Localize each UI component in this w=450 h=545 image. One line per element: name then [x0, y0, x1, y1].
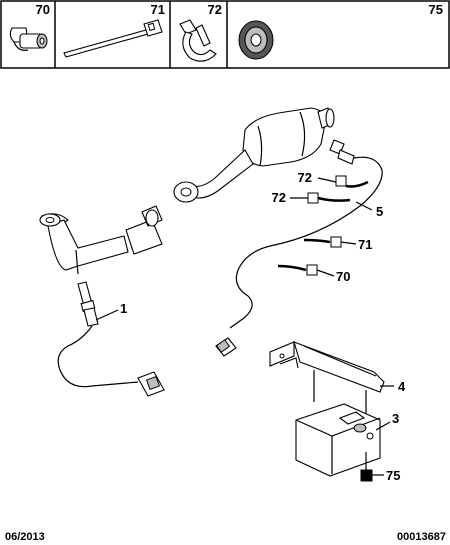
legend-item-70[interactable]: 70 — [9, 2, 50, 51]
ecu-mounting-bracket[interactable] — [269, 341, 385, 420]
legend-item-72[interactable]: 72 — [179, 2, 222, 62]
callout-3: 3 — [392, 411, 399, 426]
exhaust-front-pipe[interactable] — [39, 205, 163, 275]
callout-71: 71 — [358, 237, 372, 252]
callout-5: 5 — [376, 204, 383, 219]
fitting-callouts: 72 72 5 71 70 1 4 3 75 — [95, 170, 406, 483]
callout-70: 70 — [336, 269, 350, 284]
legend-item-75[interactable]: 75 — [238, 2, 443, 60]
catalytic-converter[interactable] — [173, 107, 345, 203]
legend-number: 75 — [429, 2, 443, 17]
footer-date: 06/2013 — [5, 531, 45, 543]
upstream-oxygen-sensor[interactable] — [57, 281, 165, 397]
oxygen-sensor-control-unit[interactable] — [295, 403, 381, 477]
pipe-clip-icon — [9, 27, 48, 51]
hose-clamp-icon — [179, 19, 217, 62]
callout-4: 4 — [398, 379, 406, 394]
rubber-grommet-icon — [238, 20, 274, 60]
cable-tie-icon — [63, 19, 163, 58]
legend-number: 71 — [151, 2, 165, 17]
callout-72-upper: 72 — [298, 170, 312, 185]
callout-1: 1 — [120, 301, 127, 316]
grommet-marker-icon — [360, 469, 373, 482]
parts-legend: 70 71 72 — [0, 0, 450, 69]
legend-item-71[interactable]: 71 — [63, 2, 165, 58]
footer-reference: 00013687 — [397, 531, 446, 543]
callout-75: 75 — [386, 468, 400, 483]
legend-number: 72 — [208, 2, 222, 17]
legend-number: 70 — [36, 2, 50, 17]
downstream-oxygen-sensor-harness[interactable] — [215, 149, 383, 357]
callout-72-lower: 72 — [272, 190, 286, 205]
